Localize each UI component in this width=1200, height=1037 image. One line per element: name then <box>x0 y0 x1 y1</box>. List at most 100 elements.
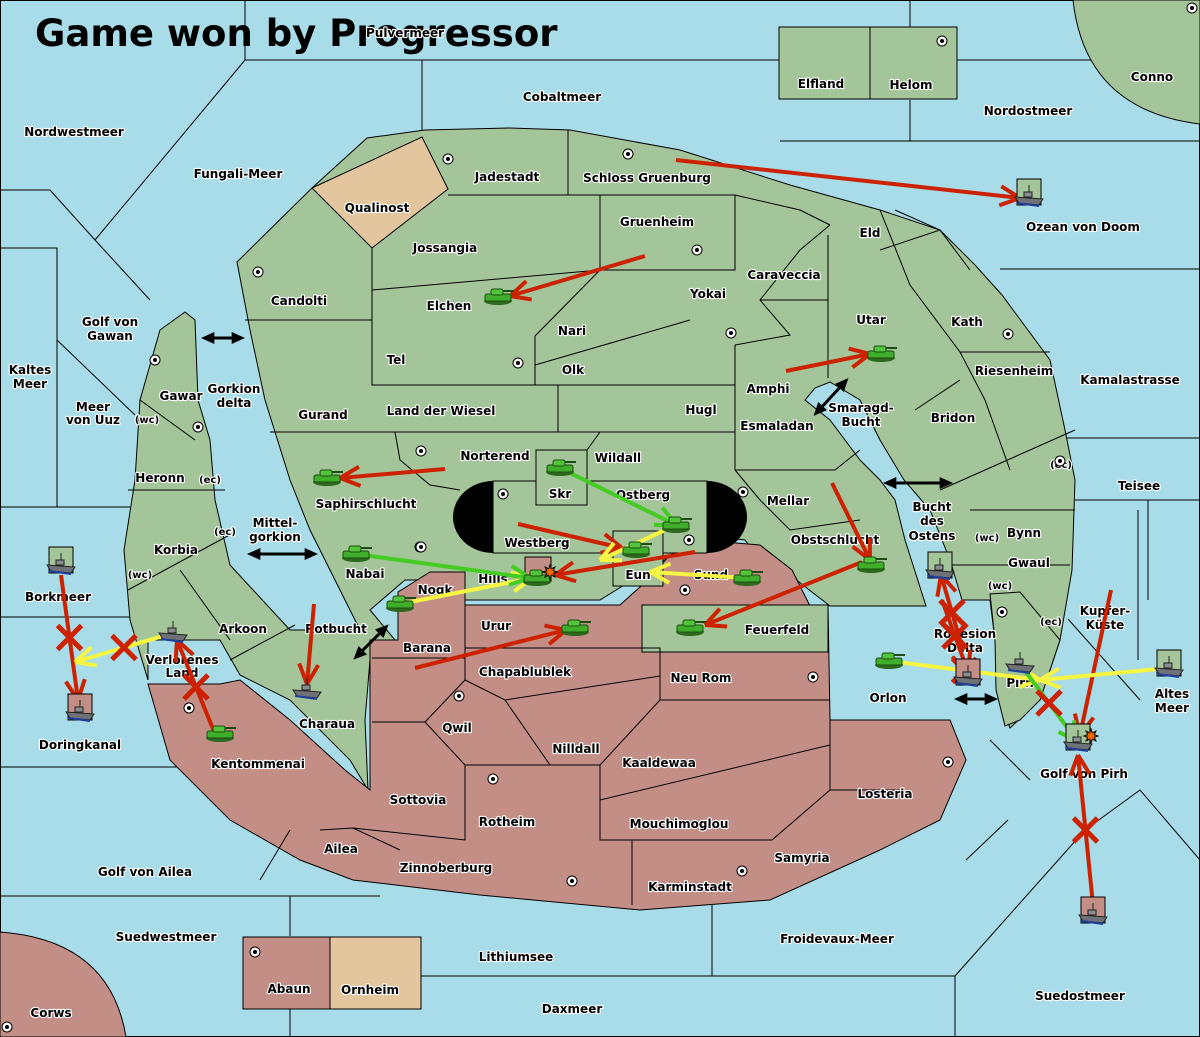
unit-tank[interactable] <box>561 619 591 636</box>
supply-center-icon <box>149 354 161 366</box>
sea-label-mittel: Mittel- <box>253 516 298 530</box>
unit-tank[interactable] <box>857 556 887 573</box>
ship-icon <box>292 678 322 700</box>
ship-icon <box>1154 656 1184 678</box>
sea-label-delta: delta <box>217 396 252 410</box>
territory-label-urur: Urur <box>481 619 511 633</box>
sea-label-nordwestmeer: Nordwestmeer <box>24 125 124 139</box>
sea-label-suedostmeer: Suedostmeer <box>1035 989 1125 1003</box>
unit-ship[interactable] <box>292 678 322 700</box>
unit-tank[interactable] <box>313 469 343 486</box>
sea-label-lithiumsee: Lithiumsee <box>479 950 554 964</box>
territory-label-mellar: Mellar <box>767 494 809 508</box>
supply-center-icon <box>183 702 195 714</box>
territory-label-corws: Corws <box>30 1006 71 1020</box>
territory-label-charaua: Charaua <box>299 717 355 731</box>
game-title: Game won by Progressor <box>35 12 558 55</box>
unit-ship[interactable] <box>925 551 955 580</box>
unit-tank[interactable] <box>733 569 763 586</box>
unit-ship[interactable] <box>1063 723 1100 752</box>
unit-tank[interactable] <box>867 345 897 362</box>
sea-label-ozean-von-doom: Ozean von Doom <box>1026 220 1140 234</box>
territory-label-heronn: Heronn <box>135 471 184 485</box>
dislodged-burst-icon <box>541 563 559 581</box>
coast-label-wc: (wc) <box>975 533 999 544</box>
supply-center-icon <box>807 671 819 683</box>
territory-label-wildall: Wildall <box>595 451 641 465</box>
territory-label-mouchimoglou: Mouchimoglou <box>630 817 729 831</box>
dislodged-burst-icon <box>1082 727 1100 745</box>
sea-label-kaltes: Kaltes <box>9 363 52 377</box>
unit-ship[interactable] <box>65 693 95 722</box>
sea-label-smaragd: Smaragd- <box>828 401 893 415</box>
labels: PulvermeerCobaltmeerNordwestmeerFungali-… <box>8 25 1191 1021</box>
unit-tank[interactable] <box>676 619 706 636</box>
sea-label-altes: Altes <box>1155 687 1189 701</box>
territory-label-skr: Skr <box>549 487 572 501</box>
unit-tank[interactable] <box>523 563 559 586</box>
order-move-arrow <box>785 346 872 373</box>
territory-label-nabai: Nabai <box>346 567 385 581</box>
double-arrow-icon <box>353 624 389 660</box>
tank-icon <box>662 516 692 533</box>
unit-tank[interactable] <box>206 725 236 742</box>
territory-corws[interactable] <box>0 931 127 1037</box>
supply-center-icon <box>1054 455 1066 467</box>
territory-label-gruenheim: Gruenheim <box>620 215 694 229</box>
failed-order-cross-icon <box>938 598 966 627</box>
tank-icon <box>857 556 887 573</box>
failed-order-cross-icon <box>1035 689 1063 717</box>
supply-center-icon <box>442 153 454 165</box>
territory-label-ornheim: Ornheim <box>341 983 399 997</box>
unit-tank[interactable] <box>484 288 514 305</box>
coast-label-ec: (ec) <box>1040 617 1062 628</box>
unit-tank[interactable] <box>342 545 372 562</box>
double-arrow-icon <box>247 548 318 560</box>
unit-ship[interactable] <box>1154 649 1184 678</box>
territory-label-arkoon: Arkoon <box>219 622 267 636</box>
territory-label-tel: Tel <box>387 353 406 367</box>
supply-center-icon <box>936 35 948 47</box>
ship-icon <box>1014 185 1044 207</box>
territory-elfland[interactable] <box>778 26 871 100</box>
supply-center-icon <box>512 357 524 369</box>
unit-ship[interactable] <box>158 621 188 643</box>
territory-ornheim[interactable] <box>329 936 422 1010</box>
double-arrow-icon <box>201 332 245 344</box>
coast-label-ec: (ec) <box>214 527 236 538</box>
unit-ship[interactable] <box>1005 652 1035 674</box>
territory-label-barana: Barana <box>403 641 451 655</box>
supply-center-icon <box>192 421 204 433</box>
ship-icon <box>925 558 955 580</box>
territory-qualinost[interactable] <box>311 136 449 249</box>
unit-ship[interactable] <box>1078 896 1108 925</box>
territory-label-ostberg: Ostberg <box>616 488 670 502</box>
supply-center-icon <box>679 584 691 596</box>
supply-center-icon <box>1002 328 1014 340</box>
territory-label-jossangia: Jossangia <box>412 241 477 255</box>
territory-conno[interactable] <box>1072 0 1200 125</box>
territory-label-bynn: Bynn <box>1007 526 1041 540</box>
unit-tank[interactable] <box>622 541 652 558</box>
ship-icon <box>1078 903 1108 925</box>
unit-tank[interactable] <box>875 652 905 669</box>
sea-label-borkmeer: Borkmeer <box>25 590 91 604</box>
unit-ship[interactable] <box>46 546 76 575</box>
order-move-arrow <box>508 254 646 302</box>
order-move-arrow <box>297 603 320 686</box>
territory-label-ailea: Ailea <box>324 842 358 856</box>
unit-tank[interactable] <box>546 459 576 476</box>
territory-label-qwil: Qwil <box>442 721 472 735</box>
territory-label-hugl: Hugl <box>685 403 716 417</box>
tank-icon <box>561 619 591 636</box>
territory-label-nari: Nari <box>558 324 586 338</box>
supply-center-icon <box>249 946 261 958</box>
double-arrow-icon <box>954 693 998 705</box>
unit-tank[interactable] <box>386 595 416 612</box>
unit-ship[interactable] <box>1014 178 1044 207</box>
unit-tank[interactable] <box>662 516 692 533</box>
unit-ship[interactable] <box>953 658 983 687</box>
territory-label-land-der-wiesel: Land der Wiesel <box>387 404 496 418</box>
